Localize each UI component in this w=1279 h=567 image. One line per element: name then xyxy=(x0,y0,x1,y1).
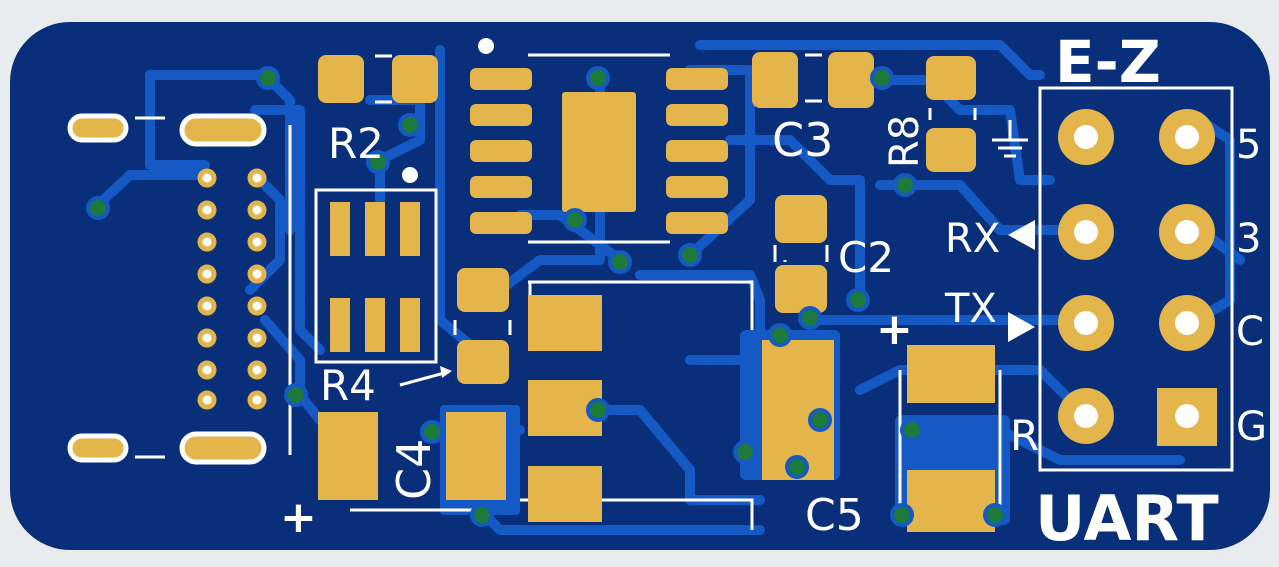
r4-arrow-icon xyxy=(399,366,452,387)
header-pins xyxy=(1058,109,1217,446)
pin-label-r: R xyxy=(1010,411,1039,460)
pin-label-g: G xyxy=(1236,404,1267,450)
board-subtitle: UART xyxy=(1035,482,1219,555)
vias xyxy=(86,66,1007,527)
usb-connector xyxy=(67,113,267,465)
polarity-mark-c1: + xyxy=(876,304,913,355)
ic-u2-outline xyxy=(314,188,438,364)
silkscreen-outlines xyxy=(135,53,1234,530)
label-r8: R8 xyxy=(882,115,928,168)
smd-pads xyxy=(318,52,995,532)
label-r4: R4 xyxy=(320,361,376,410)
board-title: E-Z xyxy=(1055,28,1161,96)
pin1-marker-icon xyxy=(402,167,418,183)
header-outline xyxy=(1038,86,1234,472)
label-c3: C3 xyxy=(772,113,833,167)
usb-pin-holes xyxy=(197,168,267,410)
label-c4: C4 xyxy=(387,439,441,500)
label-r2: R2 xyxy=(328,119,384,168)
polarity-mark-c4: + xyxy=(280,492,317,543)
pin-label-rx: RX xyxy=(945,216,1000,262)
pin-label-tx: TX xyxy=(944,286,997,332)
pin-label-c: C xyxy=(1236,309,1264,355)
pin-label-5: 5 xyxy=(1236,122,1261,168)
pin1-marker-icon xyxy=(478,38,494,54)
pin-label-3: 3 xyxy=(1236,216,1261,262)
label-c5: C5 xyxy=(805,490,864,541)
tx-arrow-icon xyxy=(1008,312,1035,342)
label-c2: C2 xyxy=(838,233,894,282)
ground-icon xyxy=(992,120,1028,158)
rx-arrow-icon xyxy=(1008,220,1035,250)
